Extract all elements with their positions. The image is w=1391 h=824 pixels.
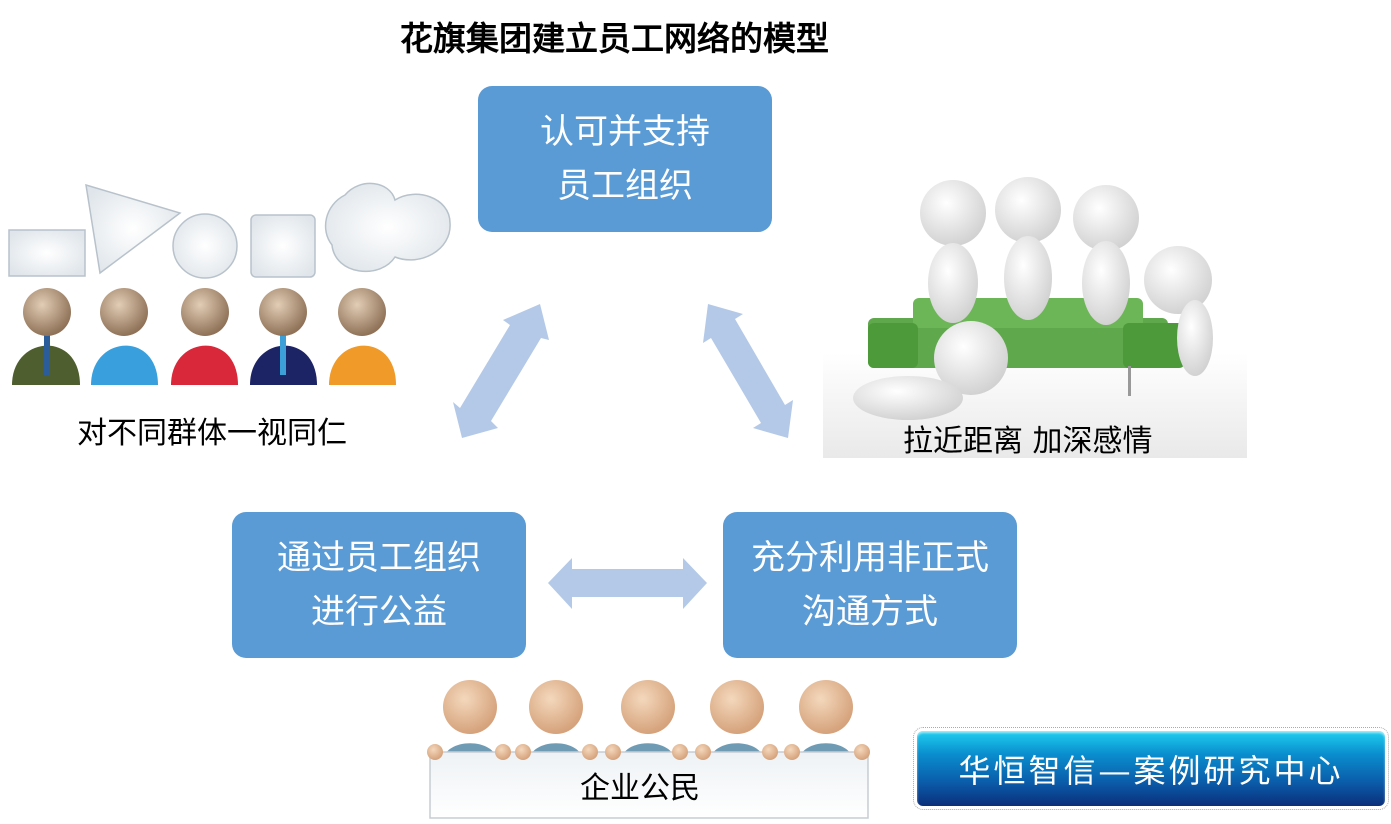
box-text-line2: 员工组织 [557, 166, 693, 206]
person-green [12, 288, 80, 385]
box-text-line2: 进行公益 [311, 592, 447, 632]
caption-closer-relationships: 拉近距离 加深感情 [903, 424, 1153, 459]
double-arrow-left [453, 304, 549, 438]
double-arrow-horizontal [548, 558, 707, 609]
person-orange [329, 288, 396, 385]
person-blue [91, 288, 158, 385]
box-text-line1: 认可并支持 [540, 112, 710, 152]
sofa [868, 298, 1185, 396]
box-text-line1: 充分利用非正式 [751, 538, 989, 578]
box-informal-communication: 充分利用非正式 沟通方式 [723, 512, 1017, 658]
box-recognize-support: 认可并支持 员工组织 [478, 86, 772, 232]
corporate-citizen-illustration [427, 680, 870, 819]
person-navy [250, 288, 317, 385]
double-arrow-right [703, 304, 793, 438]
sofa-figures-illustration [823, 177, 1247, 458]
triangle-shape [85, 183, 182, 275]
box-public-welfare: 通过员工组织 进行公益 [232, 512, 526, 658]
white-figures [853, 177, 1213, 420]
square-shape [250, 214, 316, 278]
research-center-badge: 华恒智信—案例研究中心 [913, 727, 1389, 810]
circle-shape [172, 213, 238, 279]
cloud-shape [324, 182, 451, 273]
hands [427, 744, 870, 760]
diverse-groups-illustration [8, 182, 451, 385]
box-text-line2: 沟通方式 [802, 592, 938, 632]
banner [429, 751, 869, 819]
person-red [171, 288, 238, 385]
rectangle-shape [8, 229, 86, 277]
box-text-line1: 通过员工组织 [277, 538, 481, 578]
badge-text: 华恒智信—案例研究中心 [958, 751, 1344, 790]
caption-equal-treatment: 对不同群体一视同仁 [77, 416, 347, 451]
caption-corporate-citizen: 企业公民 [580, 771, 700, 806]
page-title: 花旗集团建立员工网络的模型 [400, 19, 829, 58]
